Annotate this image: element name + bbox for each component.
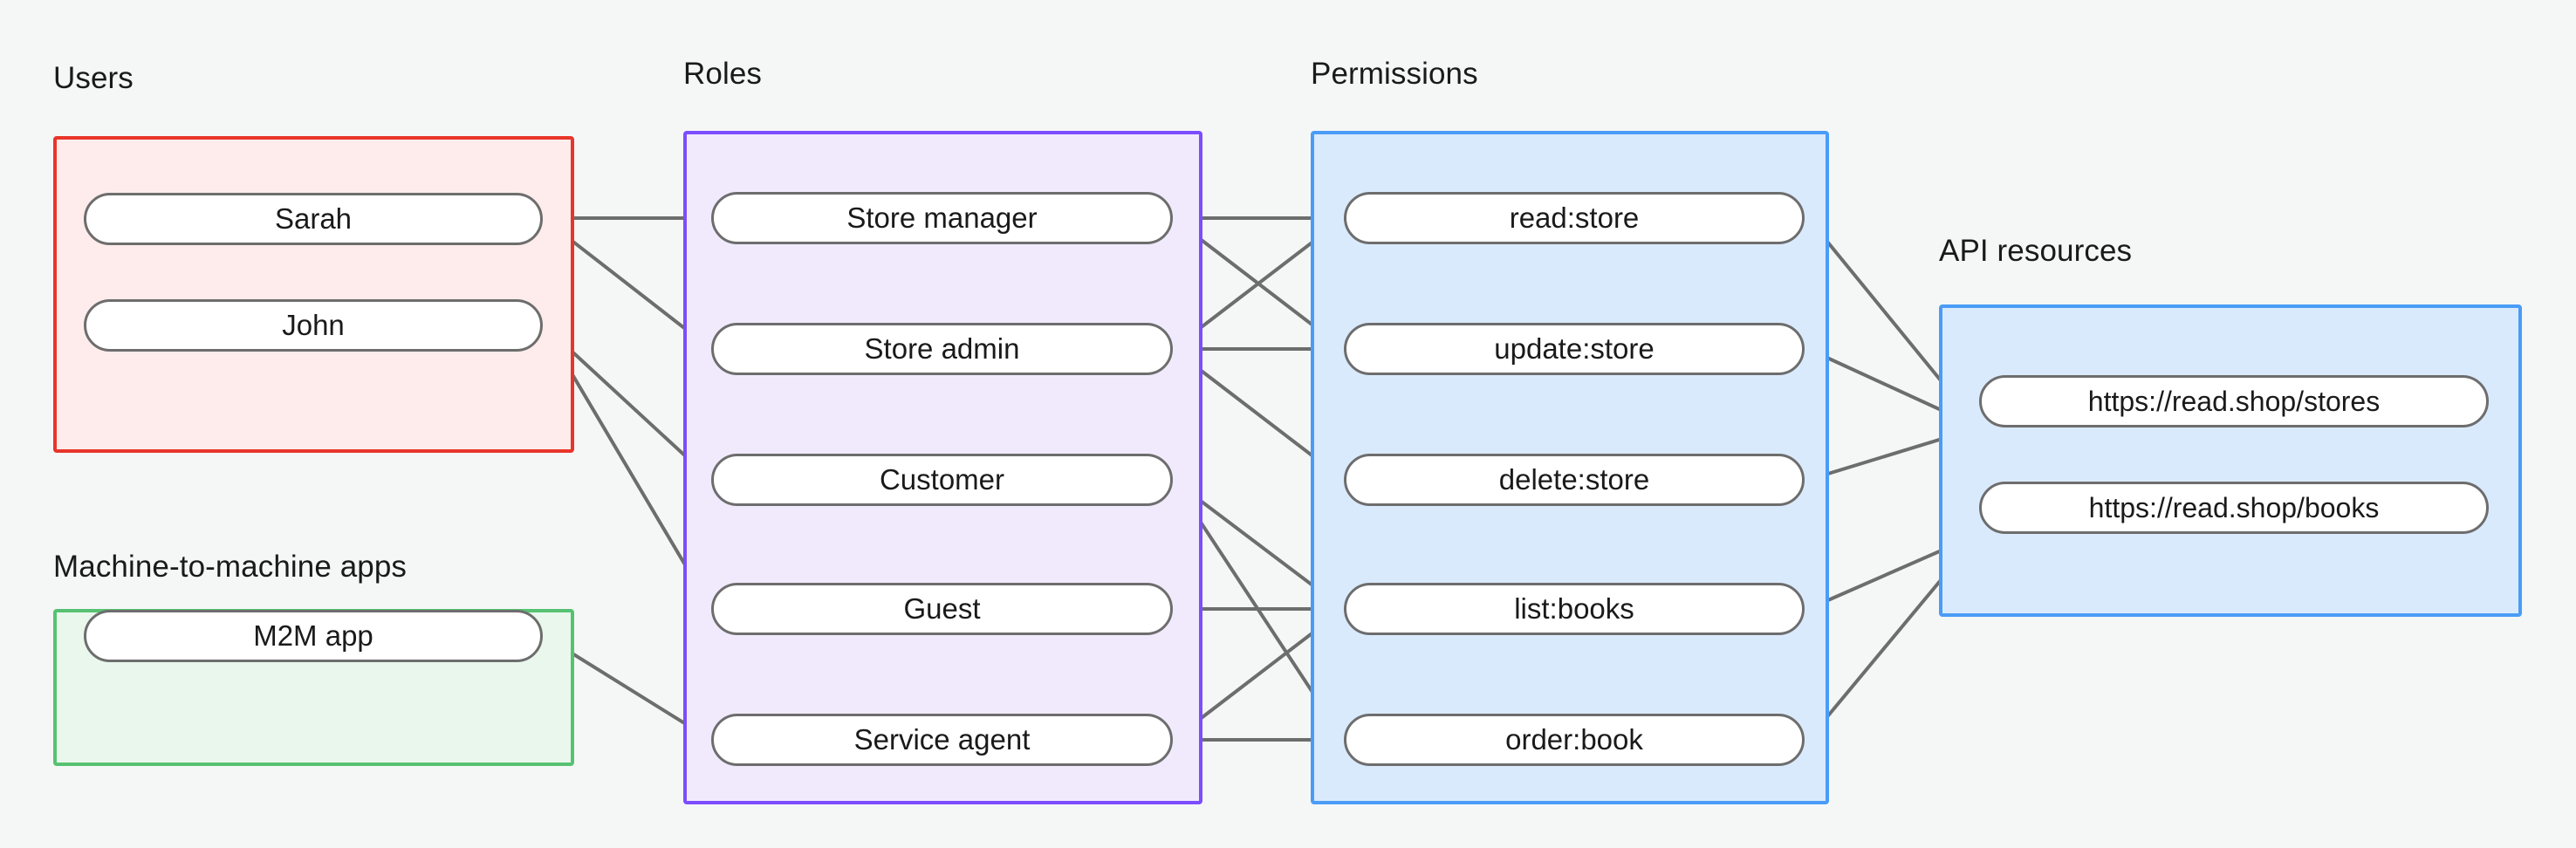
node-label: Store admin: [864, 332, 1020, 365]
node-label: M2M app: [253, 619, 373, 652]
group-box-users: [53, 136, 574, 453]
node-m2m-app[interactable]: M2M app: [84, 610, 543, 662]
node-label: John: [282, 309, 345, 341]
node-res-stores[interactable]: https://read.shop/stores: [1979, 375, 2489, 427]
node-store-manager[interactable]: Store manager: [711, 192, 1173, 244]
node-service-agent[interactable]: Service agent: [711, 714, 1173, 766]
node-label: Store manager: [846, 202, 1038, 234]
node-label: list:books: [1514, 592, 1634, 625]
node-label: https://read.shop/stores: [2087, 385, 2381, 417]
group-box-api-resources: [1939, 304, 2522, 617]
node-delete-store[interactable]: delete:store: [1344, 454, 1805, 506]
node-john[interactable]: John: [84, 299, 543, 352]
node-update-store[interactable]: update:store: [1344, 323, 1805, 375]
node-label: Customer: [879, 463, 1005, 496]
node-res-books[interactable]: https://read.shop/books: [1979, 482, 2489, 534]
node-label: Sarah: [274, 202, 353, 235]
node-order-book[interactable]: order:book: [1344, 714, 1805, 766]
node-store-admin[interactable]: Store admin: [711, 323, 1173, 375]
node-sarah[interactable]: Sarah: [84, 193, 543, 245]
node-label: https://read.shop/books: [2088, 491, 2380, 523]
group-label-api-resources: API resources: [1939, 234, 2133, 268]
node-label: update:store: [1494, 332, 1655, 365]
group-label-users: Users: [53, 61, 134, 95]
node-read-store[interactable]: read:store: [1344, 192, 1805, 244]
node-list-books[interactable]: list:books: [1344, 583, 1805, 635]
group-label-roles: Roles: [683, 57, 762, 91]
node-label: order:book: [1505, 723, 1643, 756]
node-label: read:store: [1509, 202, 1640, 234]
group-label-m2m: Machine-to-machine apps: [53, 550, 408, 584]
node-label: delete:store: [1498, 463, 1650, 496]
node-label: Guest: [903, 592, 981, 625]
group-label-permissions: Permissions: [1311, 57, 1478, 91]
node-label: Service agent: [853, 723, 1031, 756]
node-guest[interactable]: Guest: [711, 583, 1173, 635]
node-customer[interactable]: Customer: [711, 454, 1173, 506]
